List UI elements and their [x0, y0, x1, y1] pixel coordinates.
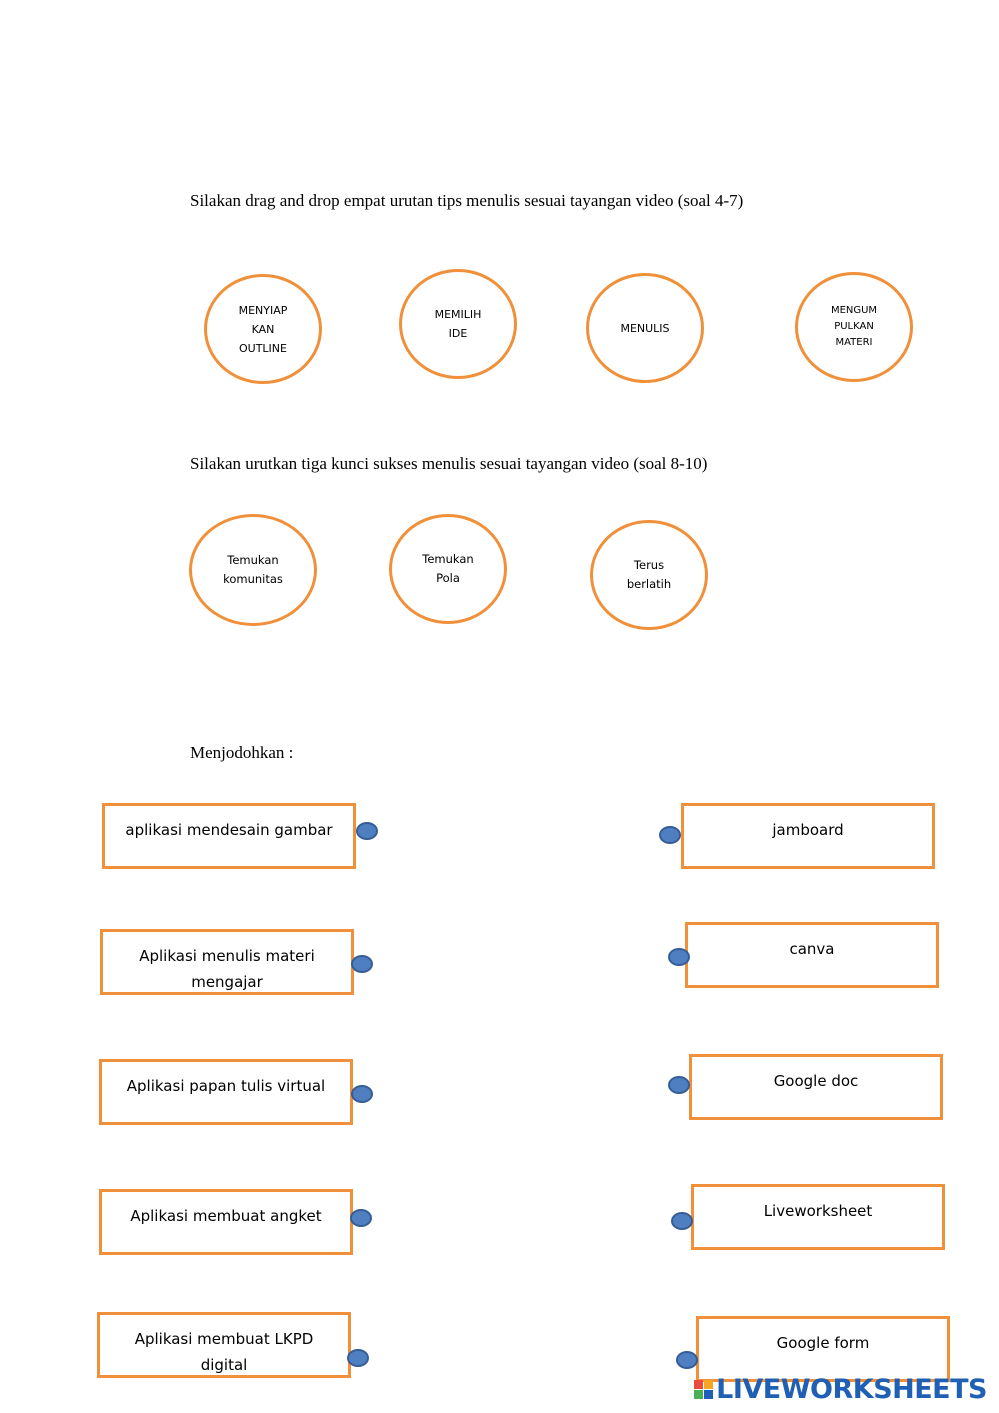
drag-circle-2[interactable]: MEMILIH IDE [399, 269, 517, 379]
match-left-4: Aplikasi membuat angket [99, 1189, 353, 1255]
match-left-3: Aplikasi papan tulis virtual [99, 1059, 353, 1125]
match-right-5: Google form [696, 1316, 950, 1382]
match-right-label: Google form [776, 1334, 870, 1352]
circle-label: MENULIS [620, 321, 670, 335]
match-right-label: Google doc [773, 1072, 859, 1090]
circle-label: MENGUM PULKAN MATERI [830, 305, 878, 348]
match-right-2-connector[interactable] [668, 948, 690, 966]
match-right-5-connector[interactable] [676, 1351, 698, 1369]
match-right-4: Liveworksheet [691, 1184, 945, 1250]
match-right-3: Google doc [689, 1054, 943, 1120]
match-left-4-connector[interactable] [350, 1209, 372, 1227]
instruction-order: Silakan urutkan tiga kunci sukses menuli… [190, 454, 708, 473]
instruction-drag-drop: Silakan drag and drop empat urutan tips … [190, 191, 744, 210]
circle-label: Temukan Pola [422, 552, 474, 585]
match-right-label: jamboard [772, 821, 844, 839]
match-right-1: jamboard [681, 803, 935, 869]
circle-label: Terus berlatih [626, 558, 672, 591]
logo-text: LIVEWORKSHEETS [716, 1374, 987, 1405]
logo-mark-icon [694, 1380, 714, 1399]
match-left-1: aplikasi mendesain gambar [102, 803, 356, 869]
order-circle-1[interactable]: Temukan komunitas [189, 514, 317, 626]
match-right-1-connector[interactable] [659, 826, 681, 844]
match-right-3-connector[interactable] [668, 1076, 690, 1094]
match-left-label: Aplikasi menulis materi mengajar [139, 947, 315, 991]
match-right-label: canva [789, 940, 835, 958]
order-circle-3[interactable]: Terus berlatih [590, 520, 708, 630]
match-left-1-connector[interactable] [356, 822, 378, 840]
circle-label: Temukan komunitas [223, 553, 283, 586]
match-left-label: Aplikasi membuat LKPD digital [134, 1330, 314, 1374]
match-left-5: Aplikasi membuat LKPD digital [97, 1312, 351, 1378]
liveworksheets-logo: LIVEWORKSHEETS [694, 1374, 987, 1405]
instruction-matching: Menjodohkan : [190, 743, 294, 762]
match-right-4-connector[interactable] [671, 1212, 693, 1230]
match-left-label: Aplikasi papan tulis virtual [126, 1077, 326, 1095]
order-circle-2[interactable]: Temukan Pola [389, 514, 507, 624]
drag-circle-4[interactable]: MENGUM PULKAN MATERI [795, 272, 913, 382]
circle-label: MEMILIH IDE [434, 308, 482, 340]
match-left-2-connector[interactable] [351, 955, 373, 973]
circle-label: MENYIAP KAN OUTLINE [238, 303, 288, 355]
match-left-5-connector[interactable] [347, 1349, 369, 1367]
match-left-label: Aplikasi membuat angket [130, 1207, 322, 1225]
drag-circle-3[interactable]: MENULIS [586, 273, 704, 383]
match-left-label: aplikasi mendesain gambar [125, 821, 333, 839]
match-right-label: Liveworksheet [763, 1202, 873, 1220]
drag-circle-1[interactable]: MENYIAP KAN OUTLINE [204, 274, 322, 384]
match-right-2: canva [685, 922, 939, 988]
match-left-2: Aplikasi menulis materi mengajar [100, 929, 354, 995]
match-left-3-connector[interactable] [351, 1085, 373, 1103]
